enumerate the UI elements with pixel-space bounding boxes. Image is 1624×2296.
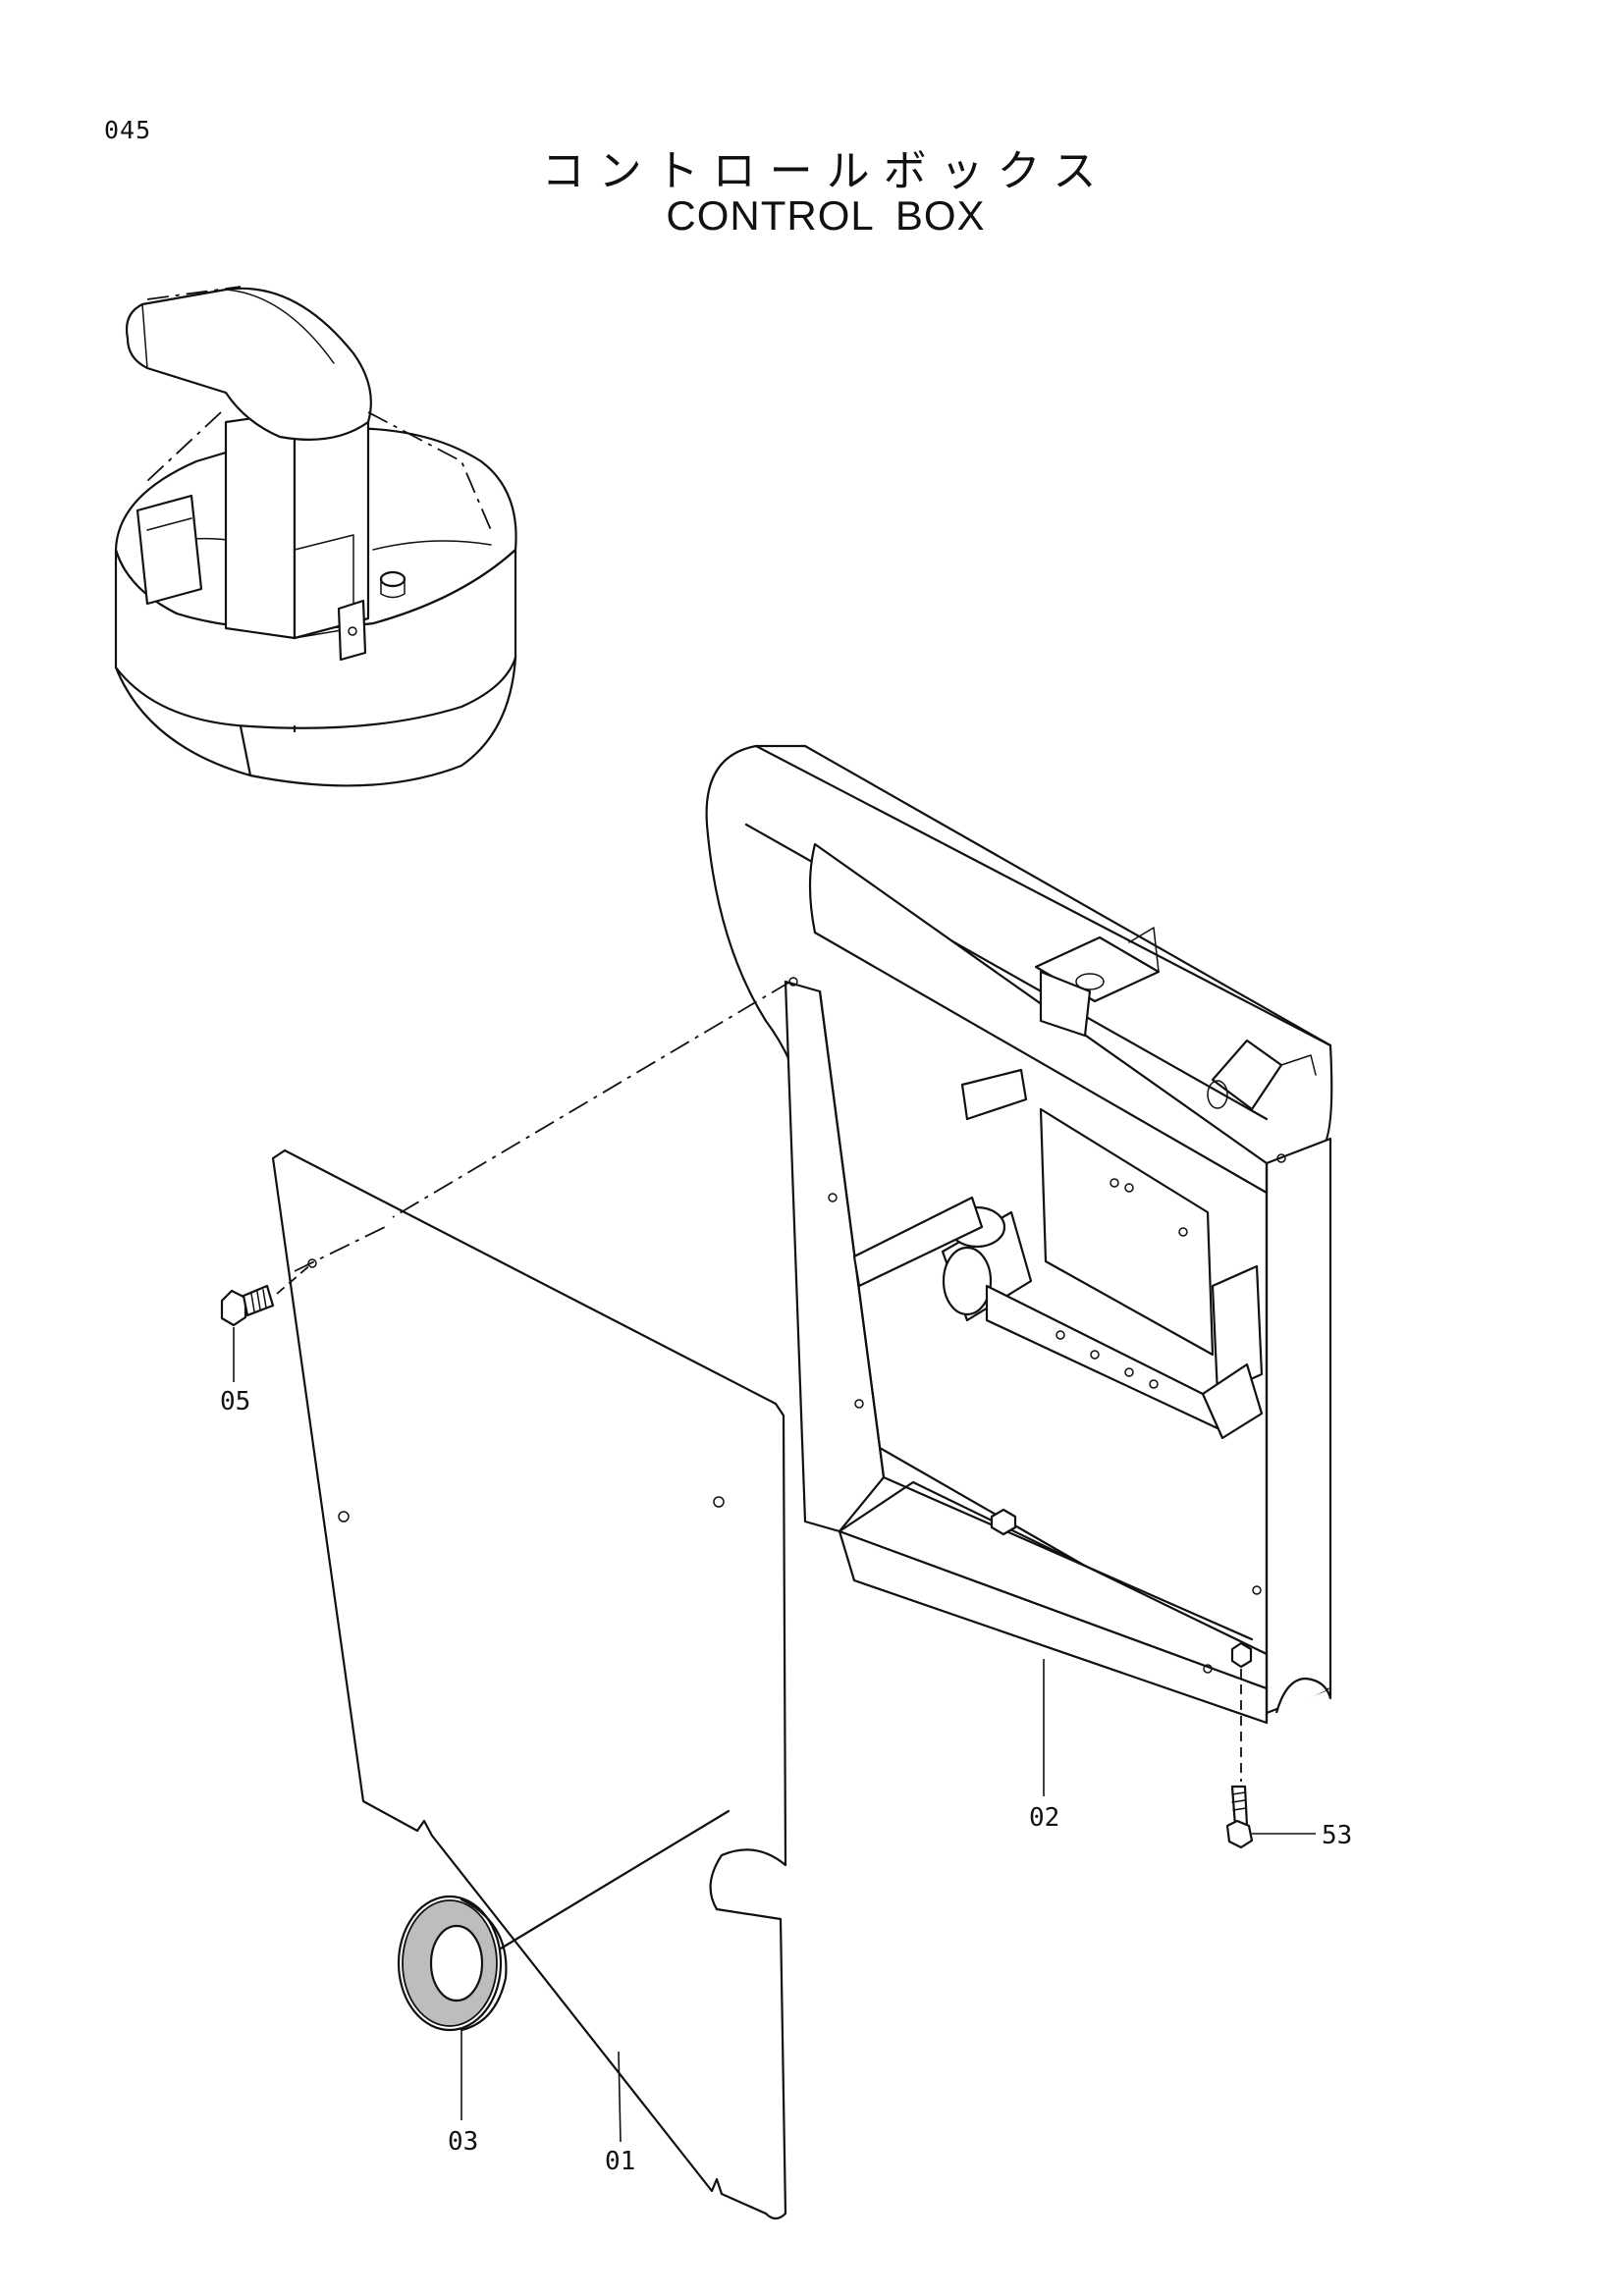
title-japanese: コントロールボックス bbox=[541, 146, 1110, 196]
part-label-03: 03 bbox=[448, 2127, 478, 2157]
locator-view-illustration bbox=[114, 286, 517, 787]
title-english: CONTROL BOX bbox=[666, 192, 986, 239]
assembly-lines bbox=[276, 981, 1242, 1950]
page-number: 045 bbox=[104, 116, 152, 144]
part-label-05: 05 bbox=[220, 1387, 250, 1416]
cover-plate-part-01 bbox=[271, 1148, 787, 2220]
part-label-02: 02 bbox=[1029, 1803, 1059, 1833]
bolt-part-05 bbox=[220, 1284, 275, 1327]
leader-lines bbox=[233, 1327, 1316, 2143]
part-label-53: 53 bbox=[1322, 1821, 1352, 1850]
grommet-part-03 bbox=[397, 1895, 508, 2032]
bolt-part-53 bbox=[1225, 1641, 1254, 1849]
part-label-01: 01 bbox=[605, 2147, 635, 2176]
control-box-frame-part-02 bbox=[705, 744, 1333, 1725]
